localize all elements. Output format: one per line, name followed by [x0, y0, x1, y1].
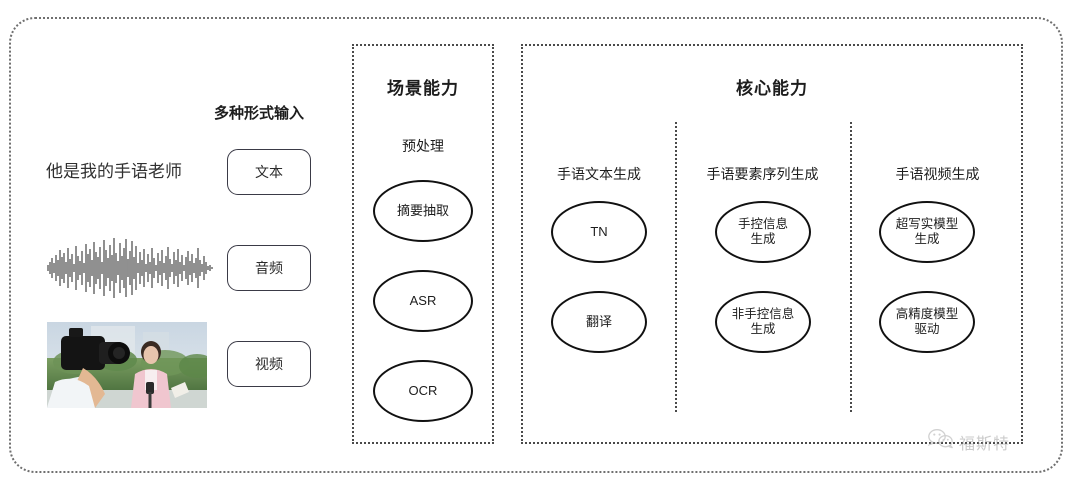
input-chip-video[interactable]: 视频 — [227, 341, 311, 387]
node-translation[interactable]: 翻译 — [551, 291, 647, 353]
panel-scene-title: 场景能力 — [387, 79, 459, 98]
input-chip-audio[interactable]: 音频 — [227, 245, 311, 291]
node-manual-info-generation[interactable]: 手控信息 生成 — [715, 201, 811, 263]
node-non-manual-info-generation[interactable]: 非手控信息 生成 — [715, 291, 811, 353]
panel-core-title: 核心能力 — [736, 79, 808, 98]
video-thumbnail — [47, 322, 207, 408]
node-summary-extraction[interactable]: 摘要抽取 — [373, 180, 473, 242]
input-section-header: 多种形式输入 — [214, 105, 305, 122]
node-ocr[interactable]: OCR — [373, 360, 473, 422]
core-column-label-sign-video-generation: 手语视频生成 — [895, 166, 980, 182]
panel-scene-capability: 场景能力 预处理 摘要抽取 ASR OCR — [352, 44, 494, 444]
watermark-text: 福斯特 — [959, 435, 1011, 453]
node-hyperrealistic-model-generation[interactable]: 超写实模型 生成 — [879, 201, 975, 263]
audio-waveform — [44, 236, 216, 300]
panel-core-capability: 核心能力 手语文本生成 TN 翻译 手语要素序列生成 手控信息 生成 非手控信息… — [521, 44, 1023, 444]
node-asr[interactable]: ASR — [373, 270, 473, 332]
sample-sentence-text: 他是我的手语老师 — [46, 162, 182, 181]
input-chip-text[interactable]: 文本 — [227, 149, 311, 195]
core-column-label-sign-text-generation: 手语文本生成 — [557, 166, 641, 182]
outer-frame — [9, 17, 1063, 473]
wechat-icon — [927, 428, 954, 455]
column-divider-1 — [675, 122, 677, 412]
node-tn[interactable]: TN — [551, 201, 647, 263]
core-column-label-sign-element-sequence-generation: 手语要素序列生成 — [706, 166, 819, 182]
column-divider-2 — [850, 122, 852, 412]
node-high-precision-model-driving[interactable]: 高精度模型 驱动 — [879, 291, 975, 353]
watermark: 福斯特 — [927, 428, 1011, 455]
scene-section-label-preprocess: 预处理 — [402, 138, 444, 154]
